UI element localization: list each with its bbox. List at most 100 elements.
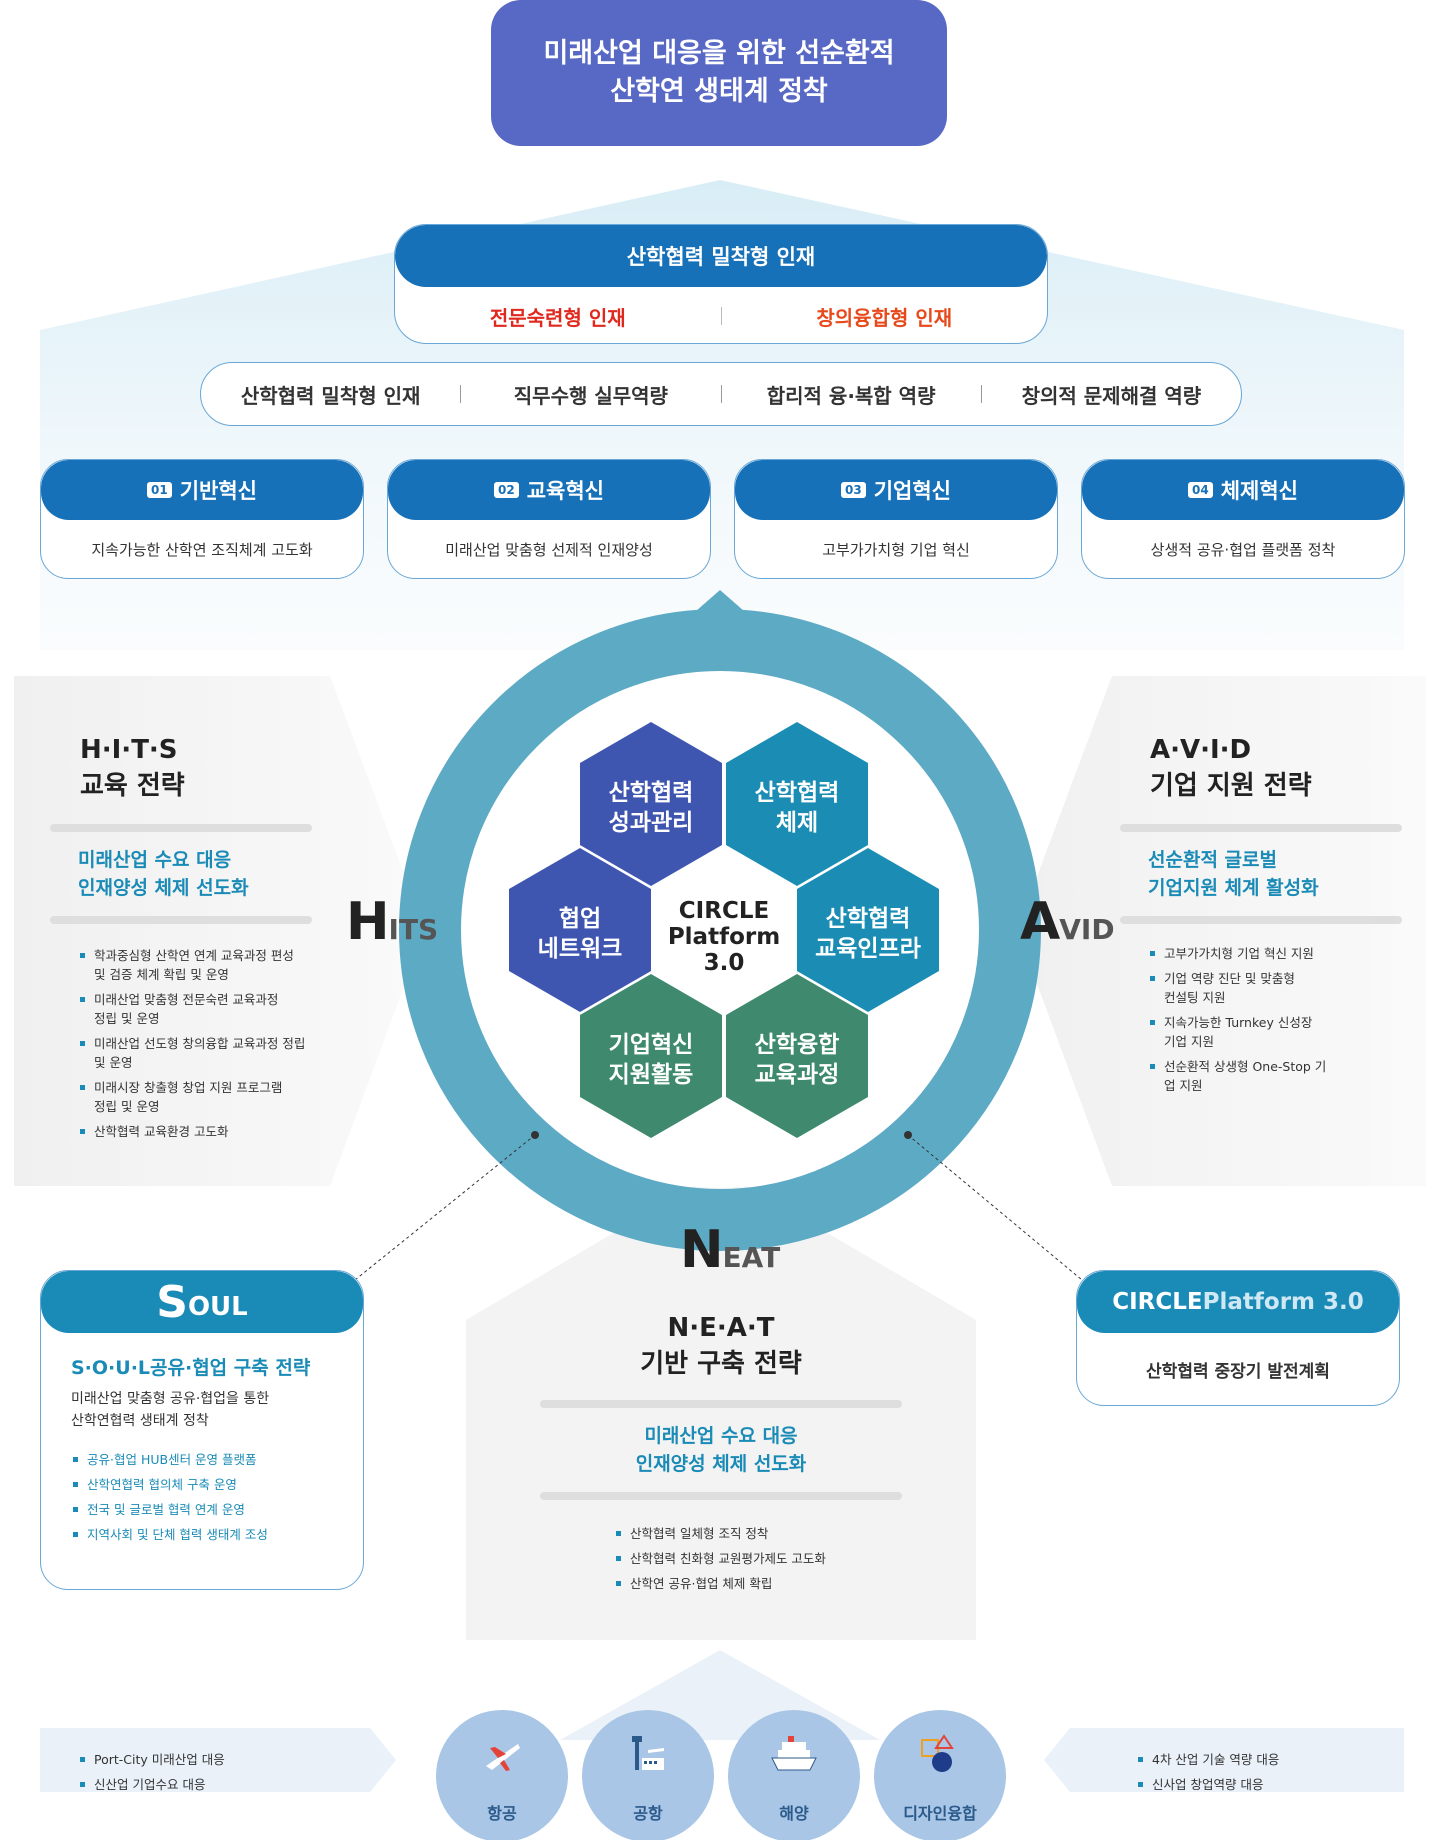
divider (720, 307, 722, 325)
talent-box: 산학협력 밀착형 인재 전문숙련형 인재 창의융합형 인재 (394, 224, 1048, 344)
pillar-desc: 상생적 공유·협업 플랫폼 정착 (1150, 540, 1336, 559)
industry-label: 공항 (633, 1804, 663, 1823)
list-item: Port-City 미래산업 대응 (78, 1750, 225, 1769)
hex-center (653, 848, 795, 1012)
hex-support (580, 974, 722, 1138)
pillar-desc: 지속가능한 산학연 조직체계 고도화 (91, 540, 313, 559)
hex-infra (797, 848, 939, 1012)
list-item: 지역사회 및 단체 협력 생태계 조성 (71, 1525, 339, 1544)
list-item: 전국 및 글로벌 협력 연계 운영 (71, 1500, 339, 1519)
industry-label: 디자인융합 (903, 1804, 977, 1823)
soul-desc-1: 미래산업 맞춤형 공유·협업을 통한 (71, 1391, 270, 1407)
list-item: 고부가가치형 기업 혁신 지원 (1148, 944, 1368, 963)
competency-item: 직무수행 실무역량 (513, 383, 668, 408)
hits-panel-shape (14, 676, 425, 1186)
avid-sub-2: 기업지원 체계 활성화 (1148, 877, 1319, 899)
avid-sub-1: 선순환적 글로벌 (1148, 849, 1277, 871)
avid-title-1: A·V·I·D (1150, 735, 1252, 765)
pillar-foundation: 01 기반혁신 지속가능한 산학연 조직체계 고도화 (40, 459, 364, 579)
pillar-title: 기반혁신 (179, 479, 257, 503)
list-item: 산학연 공유·협업 체제 확립 (614, 1574, 874, 1593)
ring-arrow-up (640, 590, 800, 660)
list-item: 산학협력 친화형 교원평가제도 고도화 (614, 1549, 874, 1568)
divider (1120, 916, 1402, 924)
hex-system (726, 722, 868, 886)
goal-line2: 산학연 생태계 정착 (610, 76, 828, 107)
bottom-left-arrow-shape (40, 1728, 396, 1792)
hex-cluster (509, 722, 939, 1138)
pillar-desc: 미래산업 맞춤형 선제적 인재양성 (445, 540, 653, 559)
neat-title-2: 기반 구축 전략 (640, 1349, 802, 1379)
circle-platform-box: CIRCLE Platform 3.0 산학협력 중장기 발전계획 (1076, 1270, 1400, 1406)
competency-item: 산학협력 밀착형 인재 (240, 383, 421, 408)
list-item: 신사업 창업역량 대응 (1136, 1775, 1279, 1794)
industry-aviation: 항공 (436, 1710, 568, 1840)
industry-label: 해양 (779, 1804, 809, 1823)
list-item: 4차 산업 기술 역량 대응 (1136, 1750, 1279, 1769)
industry-marine: 해양 (728, 1710, 860, 1840)
divider (720, 385, 722, 403)
pillar-title: 기업혁신 (873, 479, 951, 503)
divider (1120, 824, 1402, 832)
talent-type-creative: 창의융합형 인재 (816, 305, 953, 330)
competency-item: 합리적 융·복합 역량 (766, 383, 936, 408)
pillar-title: 체제혁신 (1220, 479, 1298, 503)
hits-subtitle: 미래산업 수요 대응 인재양성 체제 선도화 (78, 846, 318, 902)
avid-label: AVID (1020, 892, 1115, 952)
bottom-right-arrow-shape (1044, 1728, 1404, 1792)
neat-label: NEAT (680, 1220, 781, 1280)
connector-dot (531, 1131, 539, 1139)
design-shapes-icon (921, 1734, 954, 1772)
industry-airport: 공항 (582, 1710, 714, 1840)
circle-platform-title: CIRCLE Platform 3.0 (1077, 1271, 1399, 1333)
list-item: 신산업 기업수요 대응 (78, 1775, 225, 1794)
avid-title-2: 기업 지원 전략 (1150, 771, 1312, 801)
goal-box: 미래산업 대응을 위한 선순환적 산학연 생태계 정착 (491, 0, 947, 146)
connector-dot (904, 1131, 912, 1139)
soul-bullet-list: 공유·협업 HUB센터 운영 플랫폼 산학연협력 협의체 구축 운영 전국 및 … (71, 1450, 339, 1544)
hits-sub-2: 인재양성 체제 선도화 (78, 877, 249, 899)
neat-title: N·E·A·T 기반 구축 전략 (540, 1310, 902, 1382)
neat-title-1: N·E·A·T (667, 1313, 775, 1343)
hex-performance (580, 722, 722, 886)
pillar-title: 교육혁신 (526, 479, 604, 503)
divider (50, 824, 312, 832)
hits-title-1: H·I·T·S (80, 735, 178, 765)
pillar-number: 04 (1188, 482, 1213, 498)
avid-subtitle: 선순환적 글로벌 기업지원 체계 활성화 (1148, 846, 1398, 902)
divider (540, 1400, 902, 1408)
bottom-right-list: 4차 산업 기술 역량 대응 신사업 창업역량 대응 (1136, 1750, 1279, 1800)
list-item: 산학협력 일체형 조직 정착 (614, 1524, 874, 1543)
list-item: 산학협력 교육환경 고도화 (78, 1122, 328, 1141)
hits-label: HITS (346, 892, 439, 952)
goal-line1: 미래산업 대응을 위한 선순환적 (543, 38, 895, 69)
divider (980, 385, 982, 403)
avid-panel: A·V·I·D 기업 지원 전략 (1150, 732, 1390, 804)
divider (540, 1492, 902, 1500)
hits-title-2: 교육 전략 (80, 771, 185, 801)
soul-title: S·O·U·L공유·협업 구축 전략 (71, 1357, 311, 1379)
pillar-number: 01 (147, 482, 172, 498)
neat-subtitle: 미래산업 수요 대응 인재양성 체제 선도화 (540, 1422, 902, 1478)
hits-sub-1: 미래산업 수요 대응 (78, 849, 232, 871)
divider (460, 385, 462, 403)
airport-tower-icon (632, 1736, 664, 1770)
neat-sub-2: 인재양성 체제 선도화 (635, 1453, 807, 1475)
competency-bar: 산학협력 밀착형 인재 직무수행 실무역량 합리적 융·복합 역량 창의적 문제… (200, 362, 1242, 426)
circle-platform-desc: 산학협력 중장기 발전계획 (1146, 1361, 1330, 1382)
hits-panel: H·I·T·S 교육 전략 (80, 732, 310, 804)
